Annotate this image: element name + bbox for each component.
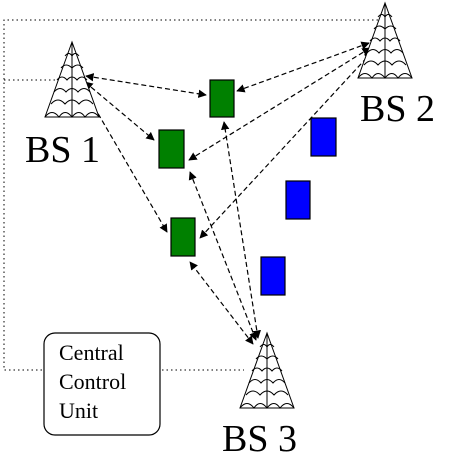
central-control-unit-box [43, 332, 161, 436]
bs1-label: BS 1 [25, 129, 100, 171]
bs2-label: BS 2 [360, 88, 435, 130]
link-bs3-terminal-b [188, 171, 258, 341]
green-terminal [170, 217, 196, 257]
tower-icon [239, 331, 295, 409]
green-terminals [158, 79, 235, 257]
green-terminal [158, 129, 185, 169]
backhaul-links [3, 19, 378, 371]
central-control-unit: Central Control Unit [43, 332, 161, 436]
green-terminal [209, 79, 235, 118]
blue-terminals [260, 117, 337, 296]
tower-icon [44, 40, 100, 118]
blue-terminal [285, 180, 311, 220]
link-bs2-terminal-a [236, 41, 370, 93]
blue-terminal [310, 117, 337, 157]
central-control-unit-line-2: Control [59, 369, 126, 394]
bs3-label: BS 3 [222, 418, 297, 459]
central-control-unit-line-3: Unit [59, 398, 98, 423]
central-control-unit-line-1: Central [59, 340, 124, 365]
blue-terminal [260, 256, 286, 296]
link-bs3-terminal-a [221, 121, 261, 339]
tower-icon [357, 1, 413, 79]
backhaul-link-bs2 [3, 19, 378, 371]
link-bs1-terminal-a [85, 73, 207, 98]
link-bs3-terminal-c [189, 261, 254, 345]
